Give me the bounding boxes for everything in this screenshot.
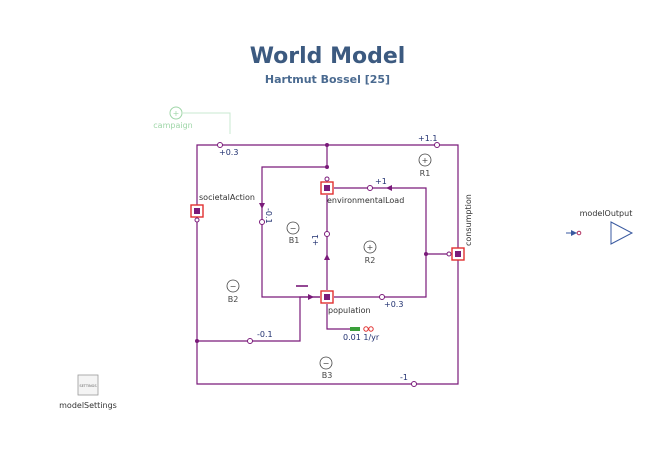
svg-text:−: − <box>230 282 237 291</box>
wire-envload-consumption <box>334 187 451 255</box>
settings-icon-text: SETTINGS <box>79 384 97 388</box>
wire-inner-left <box>261 166 327 298</box>
population-block[interactable]: population <box>320 290 371 315</box>
wire-pop-consumption <box>334 254 427 298</box>
wire-pop-growth <box>326 304 350 330</box>
svg-text:R1: R1 <box>420 169 431 178</box>
model-settings-label: modelSettings <box>59 401 117 410</box>
population-label: population <box>328 306 371 315</box>
page-subtitle: Hartmut Bossel [25] <box>264 73 391 86</box>
loop-r2: + R2 <box>363 240 377 265</box>
societal-action-label: societalAction <box>199 193 255 202</box>
gain-pop-envload: +1 <box>311 234 320 246</box>
loop-b1: − B1 <box>286 221 300 245</box>
svg-text:R2: R2 <box>365 256 376 265</box>
growth-rate-label: 0.01 1/yr <box>343 333 380 342</box>
svg-text:−: − <box>290 224 297 233</box>
loop-b2: − B2 <box>226 279 240 304</box>
gain-markers <box>217 142 440 387</box>
campaign-connector <box>183 112 231 134</box>
campaign-icon <box>169 106 183 120</box>
arrow-pop-right <box>308 294 314 300</box>
gain-pop-consumption: +0.3 <box>384 300 403 309</box>
gain-envload: +1 <box>375 177 387 186</box>
gain-bottom: -1 <box>400 373 408 382</box>
svg-text:B1: B1 <box>289 236 300 245</box>
arrow-inner-left <box>259 203 265 209</box>
settings-icon <box>77 374 99 396</box>
societal-action-block[interactable]: societalAction <box>190 193 255 223</box>
output-triangle-icon <box>610 221 634 245</box>
growth-bar <box>350 327 360 331</box>
svg-text:B3: B3 <box>322 371 333 380</box>
gain-societal-pop: -0.1 <box>257 330 273 339</box>
environmental-load-block[interactable]: environmentalLoad <box>320 176 404 205</box>
wire-outer-bottom <box>196 217 459 385</box>
svg-text:+: + <box>367 243 374 252</box>
loop-r1: + R1 <box>418 153 432 178</box>
environmental-load-label: environmentalLoad <box>327 196 404 205</box>
gain-top-right: +1.1 <box>418 134 437 143</box>
model-settings-block[interactable]: SETTINGS modelSettings <box>59 374 117 410</box>
growth-rate-block[interactable]: 0.01 1/yr <box>343 326 380 342</box>
consumption-label: consumption <box>464 194 473 246</box>
gain-top-left: +0.3 <box>219 148 238 157</box>
campaign-label: campaign <box>153 121 192 130</box>
arrow-pop-up <box>324 254 330 260</box>
page-title: World Model <box>249 44 406 69</box>
campaign-block[interactable]: + campaign <box>153 106 193 130</box>
model-output-block[interactable]: modelOutput <box>566 209 634 245</box>
svg-text:B2: B2 <box>228 295 239 304</box>
gain-inner-left: -0.1 <box>264 208 273 224</box>
arrow-envload-left <box>386 185 392 191</box>
consumption-block[interactable]: consumption <box>446 194 473 261</box>
loop-b3: − B3 <box>319 356 333 380</box>
svg-text:−: − <box>323 359 330 368</box>
junctions <box>195 143 428 343</box>
svg-text:+: + <box>422 156 429 165</box>
campaign-sign: + <box>173 109 180 118</box>
model-output-label: modelOutput <box>580 209 633 218</box>
